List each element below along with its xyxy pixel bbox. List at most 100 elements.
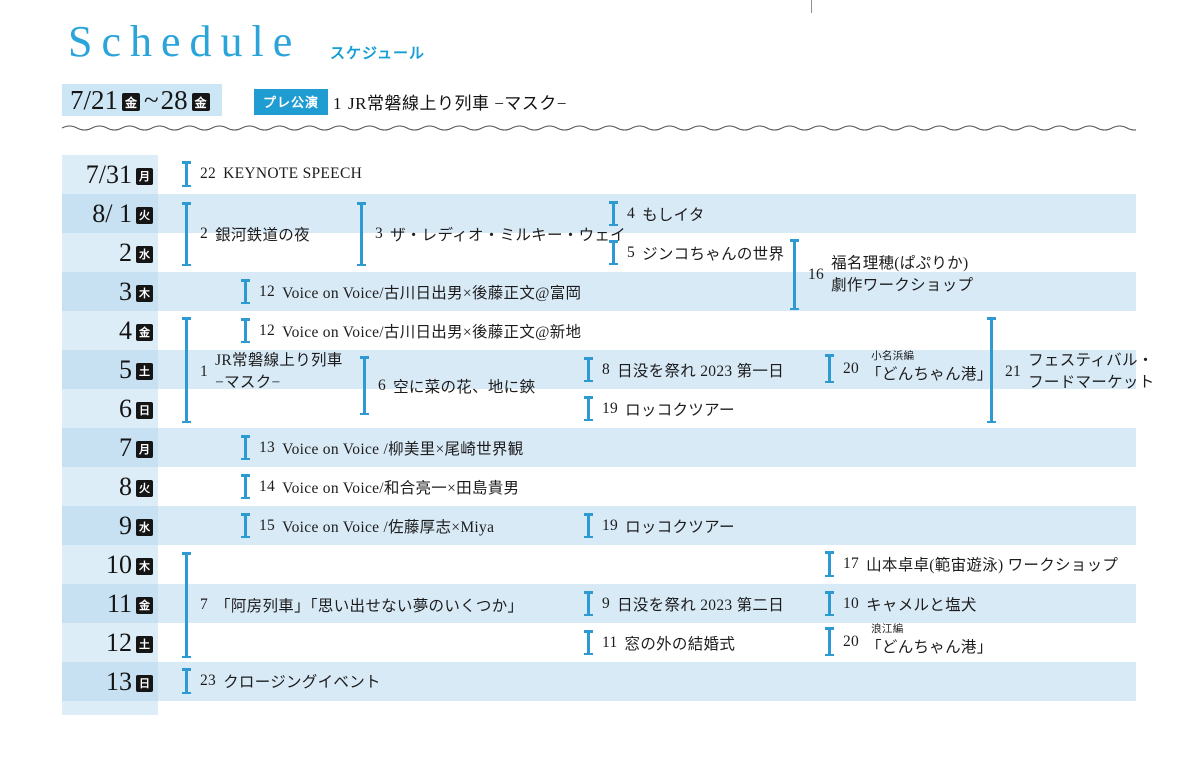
event-title-line: 「どんちゃん港」: [866, 638, 993, 656]
date-label: 3: [119, 276, 132, 306]
event-title: 日没を祭れ 2023 第一日: [617, 362, 785, 380]
event-number: 12: [259, 321, 276, 339]
event-range-bar: [825, 551, 834, 577]
event-range-bar: [987, 317, 996, 423]
event-number: 20: [843, 359, 860, 377]
event-number: 4: [627, 204, 636, 222]
event-title: 「阿房列車」「思い出せない夢のいくつか」: [215, 598, 524, 615]
weekday-badge: 日: [136, 401, 153, 419]
event-range-bar: [241, 513, 250, 538]
event-title-line: フェスティバル・: [1028, 352, 1154, 369]
event-number: 9: [602, 594, 611, 612]
event-number: 2: [200, 225, 209, 242]
event-item: 4 もしイタ: [609, 201, 705, 226]
event-number: 19: [602, 516, 619, 534]
event-range-bar: [241, 474, 250, 499]
event-title-line: 劇作ワークショップ: [831, 276, 974, 294]
weekday-badge: 金: [191, 93, 210, 111]
event-range-bar: [825, 354, 834, 383]
event-number: 23: [200, 672, 217, 689]
event-item: 16 福名理穂(ぱぷりか)劇作ワークショップ: [790, 239, 973, 310]
event-item: 9 日没を祭れ 2023 第二日: [584, 591, 784, 616]
event-item: 20 浪江編「どんちゃん港」: [825, 624, 993, 656]
event-item: 23 クロージングイベント: [182, 668, 381, 694]
range-tilde: ~: [144, 84, 159, 115]
event-number: 15: [259, 516, 276, 534]
event-range-bar: [241, 279, 250, 304]
event-number: 1: [200, 362, 209, 380]
weekday-badge: 水: [136, 518, 153, 536]
event-number: 17: [843, 555, 860, 572]
event-item: 12 Voice on Voice/古川日出男×後藤正文@新地: [241, 318, 581, 343]
date-label: 11: [106, 588, 132, 618]
event-item: 20 小名浜編「どんちゃん港」: [825, 351, 993, 383]
event-number: 1: [333, 94, 342, 113]
event-title-line: 「どんちゃん港」: [866, 365, 993, 383]
event-item: 7「阿房列車」「思い出せない夢のいくつか」: [182, 552, 523, 658]
event-range-bar: [357, 202, 366, 266]
crop-mark: [811, 0, 812, 13]
weekday-badge: 土: [136, 362, 153, 380]
weekday-badge: 木: [136, 557, 153, 575]
event-number: 19: [602, 399, 619, 417]
event-title: 日没を祭れ 2023 第二日: [617, 596, 785, 614]
event-range-bar: [584, 357, 593, 382]
event-number: 22: [200, 165, 217, 182]
weekday-badge: 火: [136, 479, 153, 497]
date-label: 5: [119, 354, 132, 384]
event-title: クロージングイベント: [223, 674, 381, 691]
event-number: 12: [259, 282, 276, 300]
event-item: 1 JR常磐線上り列車−マスク−: [182, 317, 343, 423]
event-title-line: −マスク−: [215, 373, 281, 391]
event-range-bar: [182, 668, 191, 694]
event-number: 8: [602, 360, 611, 378]
event-number: 5: [627, 243, 636, 261]
event-number: 6: [378, 376, 387, 394]
page-title-kana: スケジュール: [330, 45, 425, 62]
weekday-badge: 水: [136, 245, 153, 263]
date-label: 13: [106, 666, 132, 696]
event-title: Voice on Voice /柳美里×尾崎世界観: [282, 440, 524, 458]
event-title: ジンコちゃんの世界: [642, 245, 785, 263]
event-title: KEYNOTE SPEECH: [223, 165, 363, 182]
event-title: もしイタ: [642, 206, 705, 224]
event-number: 13: [259, 438, 276, 456]
weekday-badge: 木: [136, 284, 153, 302]
event-title: Voice on Voice/和合亮一×田島貴男: [282, 479, 520, 497]
event-annotation: 小名浜編: [871, 351, 915, 363]
event-number: 3: [375, 225, 384, 242]
event-annotation: 浪江編: [871, 624, 904, 636]
date-label: 2: [119, 237, 132, 267]
date-column-stub: [62, 701, 158, 715]
weekday-badge: 日: [136, 674, 153, 692]
event-title: Voice on Voice/古川日出男×後藤正文@新地: [282, 323, 582, 341]
date-label: 9: [119, 510, 132, 540]
pre-end-date: 28: [160, 84, 188, 115]
event-range-bar: [825, 627, 834, 656]
event-number: 11: [602, 633, 618, 651]
event-range-bar: [584, 396, 593, 421]
event-number: 20: [843, 632, 860, 650]
date-label: 4: [119, 315, 132, 345]
weekday-badge: 火: [136, 206, 153, 224]
